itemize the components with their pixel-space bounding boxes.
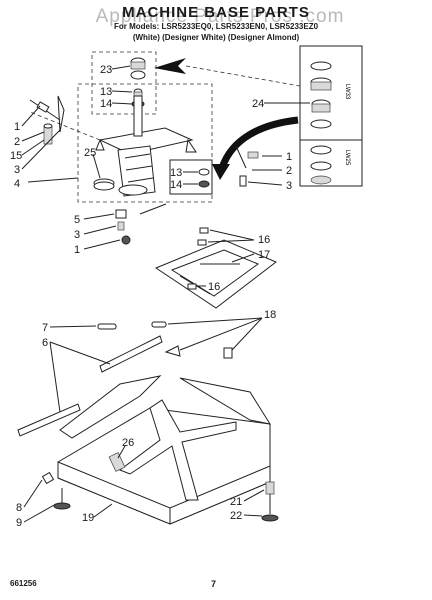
callout-23: 23 — [100, 64, 112, 76]
page-title: MACHINE BASE PARTS — [122, 4, 310, 21]
curved-arrow-head — [212, 164, 230, 180]
small-fasteners — [115, 203, 167, 245]
callout-21: 21 — [230, 496, 242, 508]
transmission-assembly — [29, 83, 213, 203]
leader-lines — [21, 65, 310, 523]
callout-25: 25 — [84, 147, 96, 159]
callout-1-right: 1 — [286, 151, 292, 163]
watermark: Appliance Parts Pros .com — [95, 6, 345, 27]
panel-label-lower: LW25 — [344, 150, 350, 166]
callout-14-upper: 14 — [100, 98, 112, 110]
model-numbers: For Models: LSR5233EQ0, LSR5233EN0, LSR5… — [113, 22, 319, 31]
callout-9: 9 — [16, 517, 22, 529]
seal-part — [93, 178, 115, 191]
callout-8: 8 — [16, 502, 22, 514]
callout-13-upper: 13 — [100, 86, 112, 98]
callout-3-left: 3 — [14, 164, 20, 176]
callout-18: 18 — [264, 309, 276, 321]
callout-7: 7 — [42, 322, 48, 334]
pointer-arrow-top — [154, 58, 186, 74]
side-rails — [17, 335, 163, 437]
callout-16-lower: 16 — [208, 281, 220, 293]
callout-4: 4 — [14, 178, 20, 190]
callout-22: 22 — [230, 510, 242, 522]
bearing-kit-panel — [299, 45, 363, 187]
callout-19: 19 — [82, 512, 94, 524]
callout-3-right: 3 — [286, 180, 292, 192]
callout-1-left: 1 — [14, 121, 20, 133]
callout-26: 26 — [122, 437, 134, 449]
callout-24: 24 — [252, 98, 264, 110]
footer-part-code: 661256 — [10, 579, 37, 588]
callout-16-upper: 16 — [258, 234, 270, 246]
callout-3-mid: 3 — [74, 229, 80, 241]
leveling-feet — [41, 471, 279, 522]
callout-6: 6 — [42, 337, 48, 349]
callout-15: 15 — [10, 150, 22, 162]
callout-5: 5 — [74, 214, 80, 226]
page-number: 7 — [211, 579, 217, 589]
color-variants: (White) (Designer White) (Designer Almon… — [132, 33, 300, 42]
curved-arrow — [218, 116, 299, 170]
panel-label-upper: LW33 — [344, 84, 350, 100]
callout-2-left: 2 — [14, 136, 20, 148]
callout-1-mid: 1 — [74, 244, 80, 256]
pulley-group-box — [91, 51, 157, 115]
callout-14-lower: 14 — [170, 179, 182, 191]
callout-17: 17 — [258, 249, 270, 261]
clamp-parts-left — [29, 95, 65, 145]
machine-base — [57, 375, 272, 525]
callout-2-right: 2 — [286, 165, 292, 177]
clamp-parts-right — [235, 145, 259, 187]
inner-bearing-box — [169, 159, 213, 195]
callout-13-lower: 13 — [170, 167, 182, 179]
spring-clips — [97, 321, 233, 359]
